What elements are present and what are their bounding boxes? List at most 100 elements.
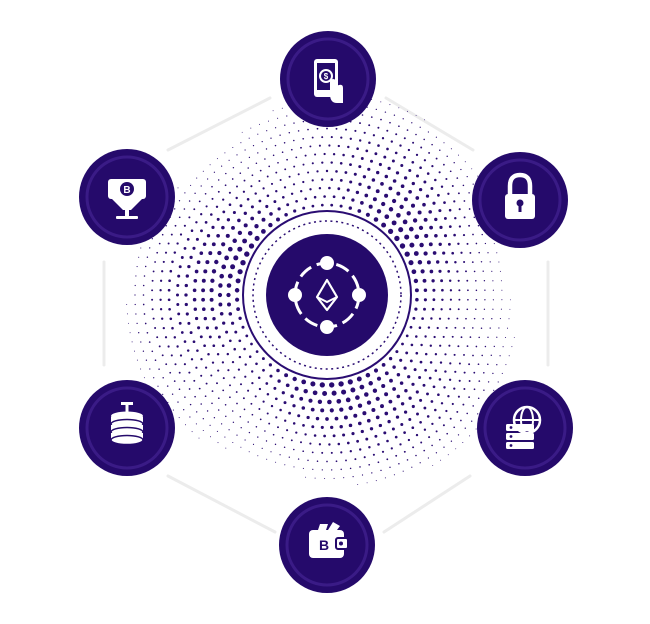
halftone-dot (464, 161, 466, 163)
halftone-dot (394, 151, 398, 155)
halftone-dot (406, 459, 409, 461)
halftone-dot (432, 288, 436, 292)
node-global-server[interactable] (477, 380, 573, 476)
halftone-dot (366, 400, 372, 405)
halftone-dot (272, 433, 275, 436)
halftone-dot (331, 390, 337, 396)
halftone-dot (302, 206, 306, 210)
halftone-dot (356, 439, 359, 443)
halftone-dot (457, 279, 460, 282)
halftone-dot (257, 133, 259, 135)
halftone-dot (311, 425, 315, 429)
halftone-dot (469, 435, 471, 437)
halftone-dot (351, 432, 355, 436)
halftone-dot (331, 469, 333, 471)
halftone-dot (178, 371, 181, 374)
halftone-dot (232, 210, 236, 215)
halftone-dot (191, 431, 193, 433)
halftone-dot (491, 318, 493, 320)
halftone-dot (462, 442, 464, 443)
halftone-dot (438, 438, 441, 441)
halftone-dot (456, 177, 459, 179)
halftone-dot (399, 243, 406, 249)
halftone-dot (424, 368, 427, 372)
halftone-dot (184, 302, 188, 307)
halftone-dot (290, 192, 294, 196)
halftone-dot (353, 413, 358, 418)
halftone-dot (244, 439, 246, 441)
halftone-dot (224, 184, 227, 187)
halftone-dot (349, 450, 352, 453)
halftone-dot (304, 197, 307, 201)
halftone-dot (204, 192, 207, 195)
halftone-dot (443, 163, 445, 166)
halftone-dot (373, 368, 379, 373)
node-bitcoin-mining[interactable]: B (79, 149, 175, 245)
halftone-dot (444, 353, 447, 356)
halftone-dot (330, 451, 333, 454)
halftone-dot (460, 168, 462, 171)
halftone-dot (217, 442, 219, 444)
halftone-dot (178, 321, 182, 325)
halftone-dot (283, 186, 287, 189)
halftone-dot (168, 307, 171, 311)
halftone-dot (274, 127, 277, 129)
halftone-dot (384, 174, 389, 179)
halftone-dot (465, 270, 467, 273)
halftone-dot (242, 190, 246, 193)
halftone-dot (453, 162, 455, 164)
halftone-dot (490, 354, 493, 357)
node-coin-stack[interactable] (79, 380, 175, 476)
halftone-dot (403, 366, 407, 370)
halftone-dot (460, 251, 463, 254)
halftone-dot (410, 343, 414, 347)
halftone-dot (321, 136, 324, 139)
halftone-dot (328, 144, 331, 147)
connector-line (166, 96, 272, 152)
halftone-dot (407, 438, 411, 442)
halftone-dot (361, 474, 364, 476)
halftone-dot (458, 298, 461, 301)
halftone-dot (200, 213, 203, 216)
halftone-dot (212, 316, 216, 321)
halftone-dot (388, 186, 393, 191)
halftone-dot (201, 278, 206, 283)
halftone-dot (483, 308, 486, 310)
halftone-dot (342, 153, 345, 157)
halftone-dot (380, 118, 382, 121)
halftone-dot (376, 209, 382, 214)
halftone-dot (344, 128, 348, 131)
halftone-dot (411, 466, 413, 468)
halftone-dot (312, 468, 314, 471)
halftone-dot (421, 317, 424, 320)
halftone-dot (434, 217, 438, 222)
halftone-dot (441, 288, 444, 292)
halftone-dot (415, 390, 419, 394)
halftone-dot (343, 415, 348, 420)
halftone-dot (234, 330, 238, 334)
halftone-dot (131, 341, 133, 343)
halftone-dot (395, 133, 398, 136)
node-mobile-payment[interactable]: $ (280, 31, 376, 127)
halftone-dot (239, 383, 243, 386)
halftone-dot (411, 160, 415, 164)
halftone-dot (219, 312, 224, 316)
halftone-dot (321, 178, 324, 181)
halftone-dot (458, 379, 461, 382)
halftone-dot (415, 297, 419, 302)
halftone-dot (355, 395, 360, 400)
node-security[interactable] (472, 152, 568, 248)
halftone-dot (284, 213, 288, 217)
halftone-dot (154, 261, 157, 263)
halftone-dot (346, 188, 350, 192)
halftone-dot (423, 428, 427, 431)
halftone-dot (492, 280, 494, 282)
halftone-dot (481, 233, 483, 236)
node-bitcoin-wallet[interactable]: B (279, 497, 375, 593)
halftone-dot (266, 194, 270, 198)
halftone-dot (429, 269, 434, 274)
halftone-dot (428, 151, 431, 154)
halftone-dot (167, 242, 170, 245)
halftone-dot (339, 161, 343, 165)
halftone-dot (383, 155, 387, 159)
